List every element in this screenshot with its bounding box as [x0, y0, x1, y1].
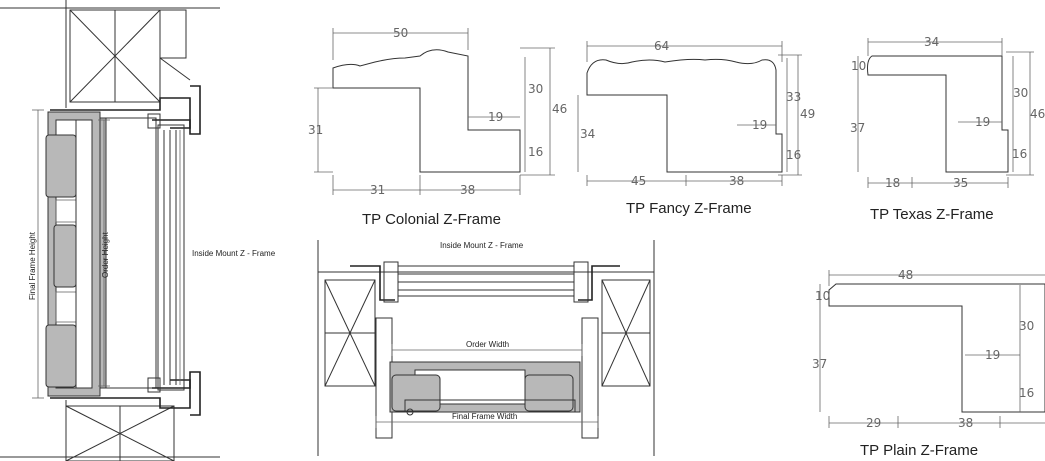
order-width-label: Order Width [466, 340, 509, 349]
texas-dim-35: 35 [953, 176, 968, 190]
fancy-dim-38: 38 [729, 174, 744, 188]
bottom-horizontal-section: Inside Mount Z - Frame [317, 240, 655, 456]
colonial-dim-16: 16 [528, 145, 543, 159]
plain-dim-38: 38 [958, 416, 973, 430]
texas-dim-37: 37 [850, 121, 865, 135]
plain-dim-37: 37 [812, 357, 827, 371]
plain-dim-19: 19 [985, 348, 1000, 362]
profile-fancy: 64 33 49 19 16 34 45 38 TP Fancy Z-Frame [577, 39, 815, 217]
fancy-dim-19: 19 [752, 118, 767, 132]
texas-dim-46: 46 [1030, 107, 1045, 121]
fancy-dim-top: 64 [654, 39, 669, 53]
profile-colonial: 50 30 46 19 16 31 31 38 TP Colonial Z-Fr… [308, 26, 567, 228]
fancy-dim-16: 16 [786, 148, 801, 162]
colonial-dim-38: 38 [460, 183, 475, 197]
fancy-dim-45: 45 [631, 174, 646, 188]
left-vertical-section: Final Frame Height Order Height Inside M… [0, 0, 276, 461]
final-frame-height-label: Final Frame Height [28, 231, 37, 300]
fancy-dim-49: 49 [800, 107, 815, 121]
inside-mount-label: Inside Mount Z - Frame [192, 249, 276, 258]
plain-caption: TP Plain Z-Frame [860, 442, 978, 459]
fancy-dim-34: 34 [580, 127, 595, 141]
profile-plain: 48 10 30 19 37 16 29 38 TP Plain Z-Frame [812, 268, 1045, 459]
texas-dim-16: 16 [1012, 147, 1027, 161]
texas-dim-18: 18 [885, 176, 900, 190]
colonial-caption: TP Colonial Z-Frame [362, 211, 501, 228]
fancy-caption: TP Fancy Z-Frame [626, 200, 752, 217]
colonial-dim-19: 19 [488, 110, 503, 124]
colonial-dim-31-side: 31 [308, 123, 323, 137]
texas-dim-top: 34 [924, 35, 939, 49]
texas-dim-10: 10 [851, 59, 866, 73]
plain-dim-29: 29 [866, 416, 881, 430]
fancy-dim-33: 33 [786, 90, 801, 104]
colonial-dim-top: 50 [393, 26, 408, 40]
order-height-label: Order Height [101, 231, 110, 278]
colonial-dim-30: 30 [528, 82, 543, 96]
texas-dim-30: 30 [1013, 86, 1028, 100]
plain-dim-30: 30 [1019, 319, 1034, 333]
colonial-dim-46: 46 [552, 102, 567, 116]
texas-dim-19: 19 [975, 115, 990, 129]
plain-dim-16: 16 [1019, 386, 1034, 400]
bottom-diagram-title: Inside Mount Z - Frame [440, 241, 524, 250]
colonial-dim-31-bottom: 31 [370, 183, 385, 197]
plain-dim-10: 10 [815, 289, 830, 303]
texas-caption: TP Texas Z-Frame [870, 206, 994, 223]
plain-dim-top: 48 [898, 268, 913, 282]
profile-texas: 34 10 30 46 19 37 16 18 35 TP Texas Z-Fr… [850, 35, 1045, 223]
final-frame-width-label: Final Frame Width [452, 412, 517, 421]
